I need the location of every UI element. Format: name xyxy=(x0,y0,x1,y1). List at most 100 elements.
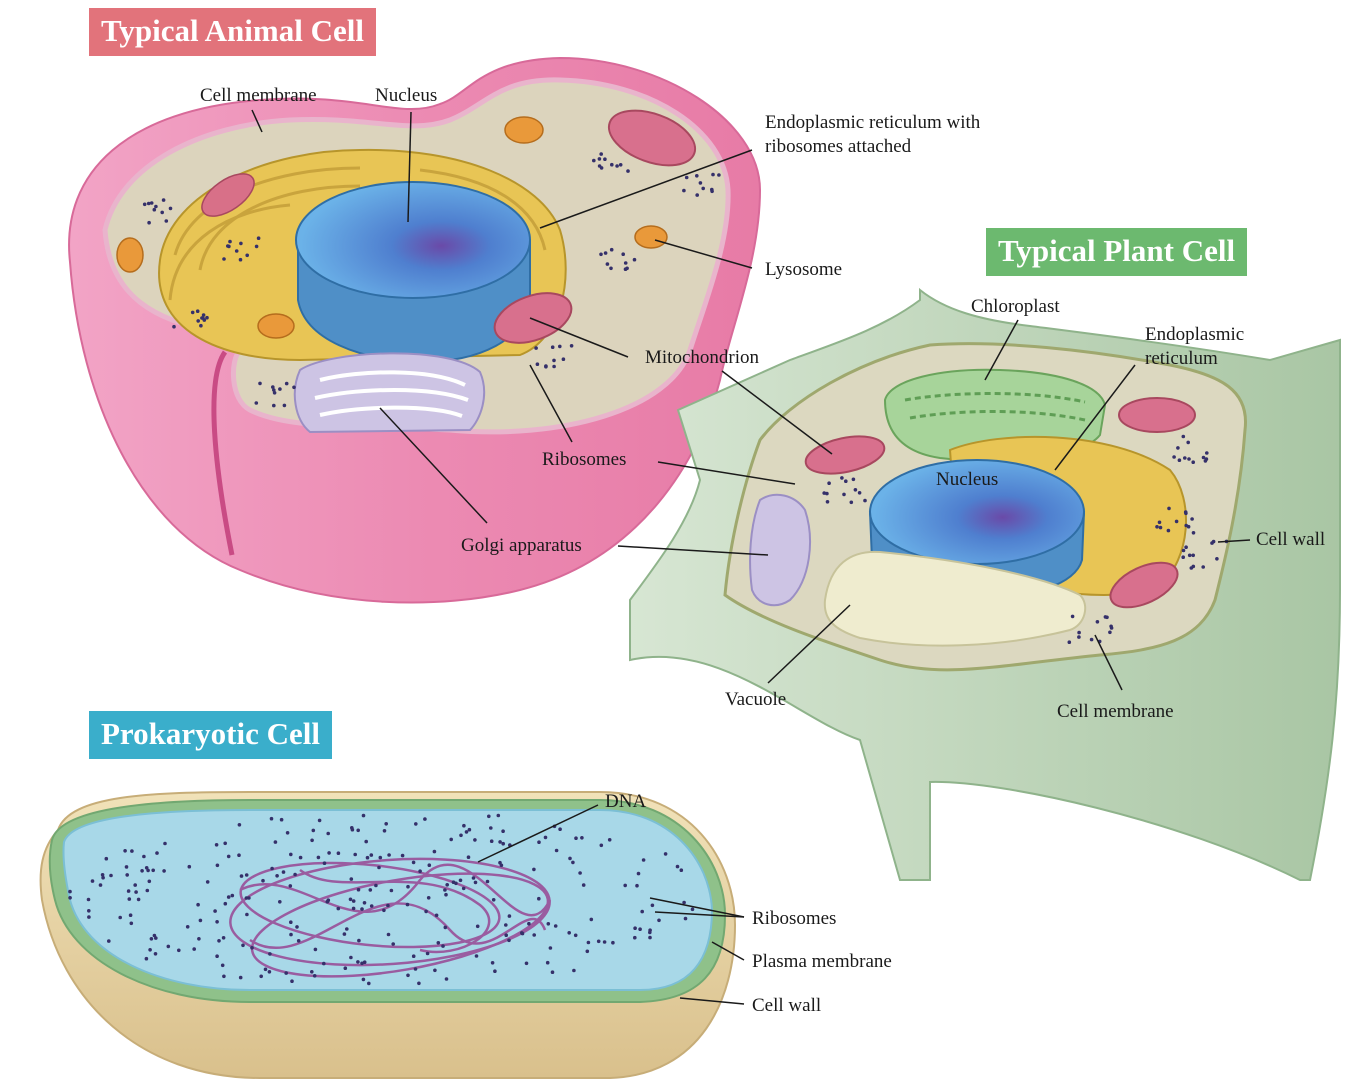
ribosome-dot xyxy=(154,205,158,209)
ribosome-dot xyxy=(268,970,272,974)
ribosome-dot xyxy=(452,880,456,884)
ribosome-dot xyxy=(648,931,652,935)
ribosome-dot xyxy=(275,874,279,878)
ribosome-dot xyxy=(435,914,439,918)
ribosome-dot xyxy=(217,939,221,943)
ribosome-dot xyxy=(350,877,354,881)
label-prok-ribosomes: Ribosomes xyxy=(752,908,836,931)
ribosome-dot xyxy=(128,897,132,901)
ribosome-dot xyxy=(150,937,154,941)
ribosome-dot xyxy=(143,203,147,207)
label-plant-vacuole: Vacuole xyxy=(725,689,786,712)
ribosome-dot xyxy=(239,242,243,246)
ribosome-dot xyxy=(130,922,134,926)
ribosome-dot xyxy=(289,853,293,857)
ribosome-dot xyxy=(363,901,367,905)
ribosome-dot xyxy=(633,258,637,262)
ribosome-dot xyxy=(169,207,173,211)
ribosome-dot xyxy=(1077,635,1081,639)
ribosome-dot xyxy=(606,262,610,266)
ribosome-dot xyxy=(433,969,437,973)
ribosome-dot xyxy=(1071,615,1075,619)
ribosome-dot xyxy=(68,890,72,894)
ribosome-dot xyxy=(695,174,699,178)
ribosome-dot xyxy=(657,919,661,923)
ribosome-dot xyxy=(534,346,538,350)
ribosome-dot xyxy=(240,874,244,878)
ribosome-dot xyxy=(290,979,294,983)
ribosome-dot xyxy=(493,969,497,973)
label-plant-cell-membrane: Cell membrane xyxy=(1057,701,1174,724)
ribosome-dot xyxy=(544,365,548,369)
ribosome-dot xyxy=(1090,638,1094,642)
ribosome-dot xyxy=(197,937,201,941)
ribosome-dot xyxy=(527,922,531,926)
ribosome-dot xyxy=(1192,565,1196,569)
label-plant-nucleus: Nucleus xyxy=(936,469,998,492)
ribosome-dot xyxy=(264,968,268,972)
plant-cell-title: Typical Plant Cell xyxy=(986,228,1247,276)
ribosome-dot xyxy=(1215,557,1219,561)
ribosome-dot xyxy=(213,909,217,913)
ribosome-dot xyxy=(414,967,418,971)
ribosome-dot xyxy=(637,872,641,876)
ribosome-dot xyxy=(1181,555,1185,559)
ribosome-dot xyxy=(123,849,127,853)
label-plant-chloroplast: Chloroplast xyxy=(971,296,1060,319)
ribosome-dot xyxy=(286,831,290,835)
ribosome-dot xyxy=(364,840,368,844)
ribosome-dot xyxy=(1212,540,1216,544)
ribosome-dot xyxy=(1186,441,1190,445)
ribosome-dot xyxy=(497,814,501,818)
ribosome-dot xyxy=(691,908,695,912)
ribosome-dot xyxy=(597,940,601,944)
ribosome-dot xyxy=(215,920,219,924)
ribosome-dot xyxy=(201,316,205,320)
ribosome-dot xyxy=(1077,631,1081,635)
ribosome-dot xyxy=(215,954,219,958)
ribosome-dot xyxy=(257,236,261,240)
ribosome-dot xyxy=(684,917,688,921)
ribosome-dot xyxy=(520,931,524,935)
ribosome-dot xyxy=(418,869,422,873)
ribosome-dot xyxy=(292,386,296,390)
ribosome-dot xyxy=(145,866,149,870)
ribosome-dot xyxy=(592,159,596,163)
ribosome-dot xyxy=(222,257,226,261)
ribosome-dot xyxy=(562,357,566,361)
ribosome-dot xyxy=(468,828,472,832)
ribosome-dot xyxy=(1159,526,1163,530)
ribosome-dot xyxy=(87,909,91,913)
label-animal-lysosome: Lysosome xyxy=(765,259,842,282)
ribosome-dot xyxy=(1191,554,1195,558)
ribosome-dot xyxy=(1192,531,1196,535)
ribosome-dot xyxy=(366,856,370,860)
ribosome-dot xyxy=(664,852,668,856)
ribosome-dot xyxy=(1167,507,1171,511)
ribosome-dot xyxy=(498,840,502,844)
ribosome-dot xyxy=(357,939,361,943)
ribosome-dot xyxy=(351,828,355,832)
ribosome-dot xyxy=(125,873,129,877)
ribosome-dot xyxy=(345,927,349,931)
ribosome-dot xyxy=(186,925,190,929)
animal-lysosome-1 xyxy=(505,117,543,143)
ribosome-dot xyxy=(1108,631,1112,635)
ribosome-dot xyxy=(858,491,862,495)
ribosome-dot xyxy=(224,902,228,906)
ribosome-dot xyxy=(443,888,447,892)
ribosome-dot xyxy=(863,499,867,503)
ribosome-dot xyxy=(1201,565,1205,569)
ribosome-dot xyxy=(406,885,410,889)
ribosome-dot xyxy=(537,840,541,844)
ribosome-dot xyxy=(163,842,167,846)
ribosome-dot xyxy=(474,881,478,885)
ribosome-dot xyxy=(237,853,241,857)
ribosome-dot xyxy=(352,899,356,903)
ribosome-dot xyxy=(196,903,200,907)
plant-mitochondrion-2 xyxy=(1119,398,1195,432)
ribosome-dot xyxy=(711,173,715,177)
ribosome-dot xyxy=(551,345,555,349)
ribosome-dot xyxy=(504,933,508,937)
